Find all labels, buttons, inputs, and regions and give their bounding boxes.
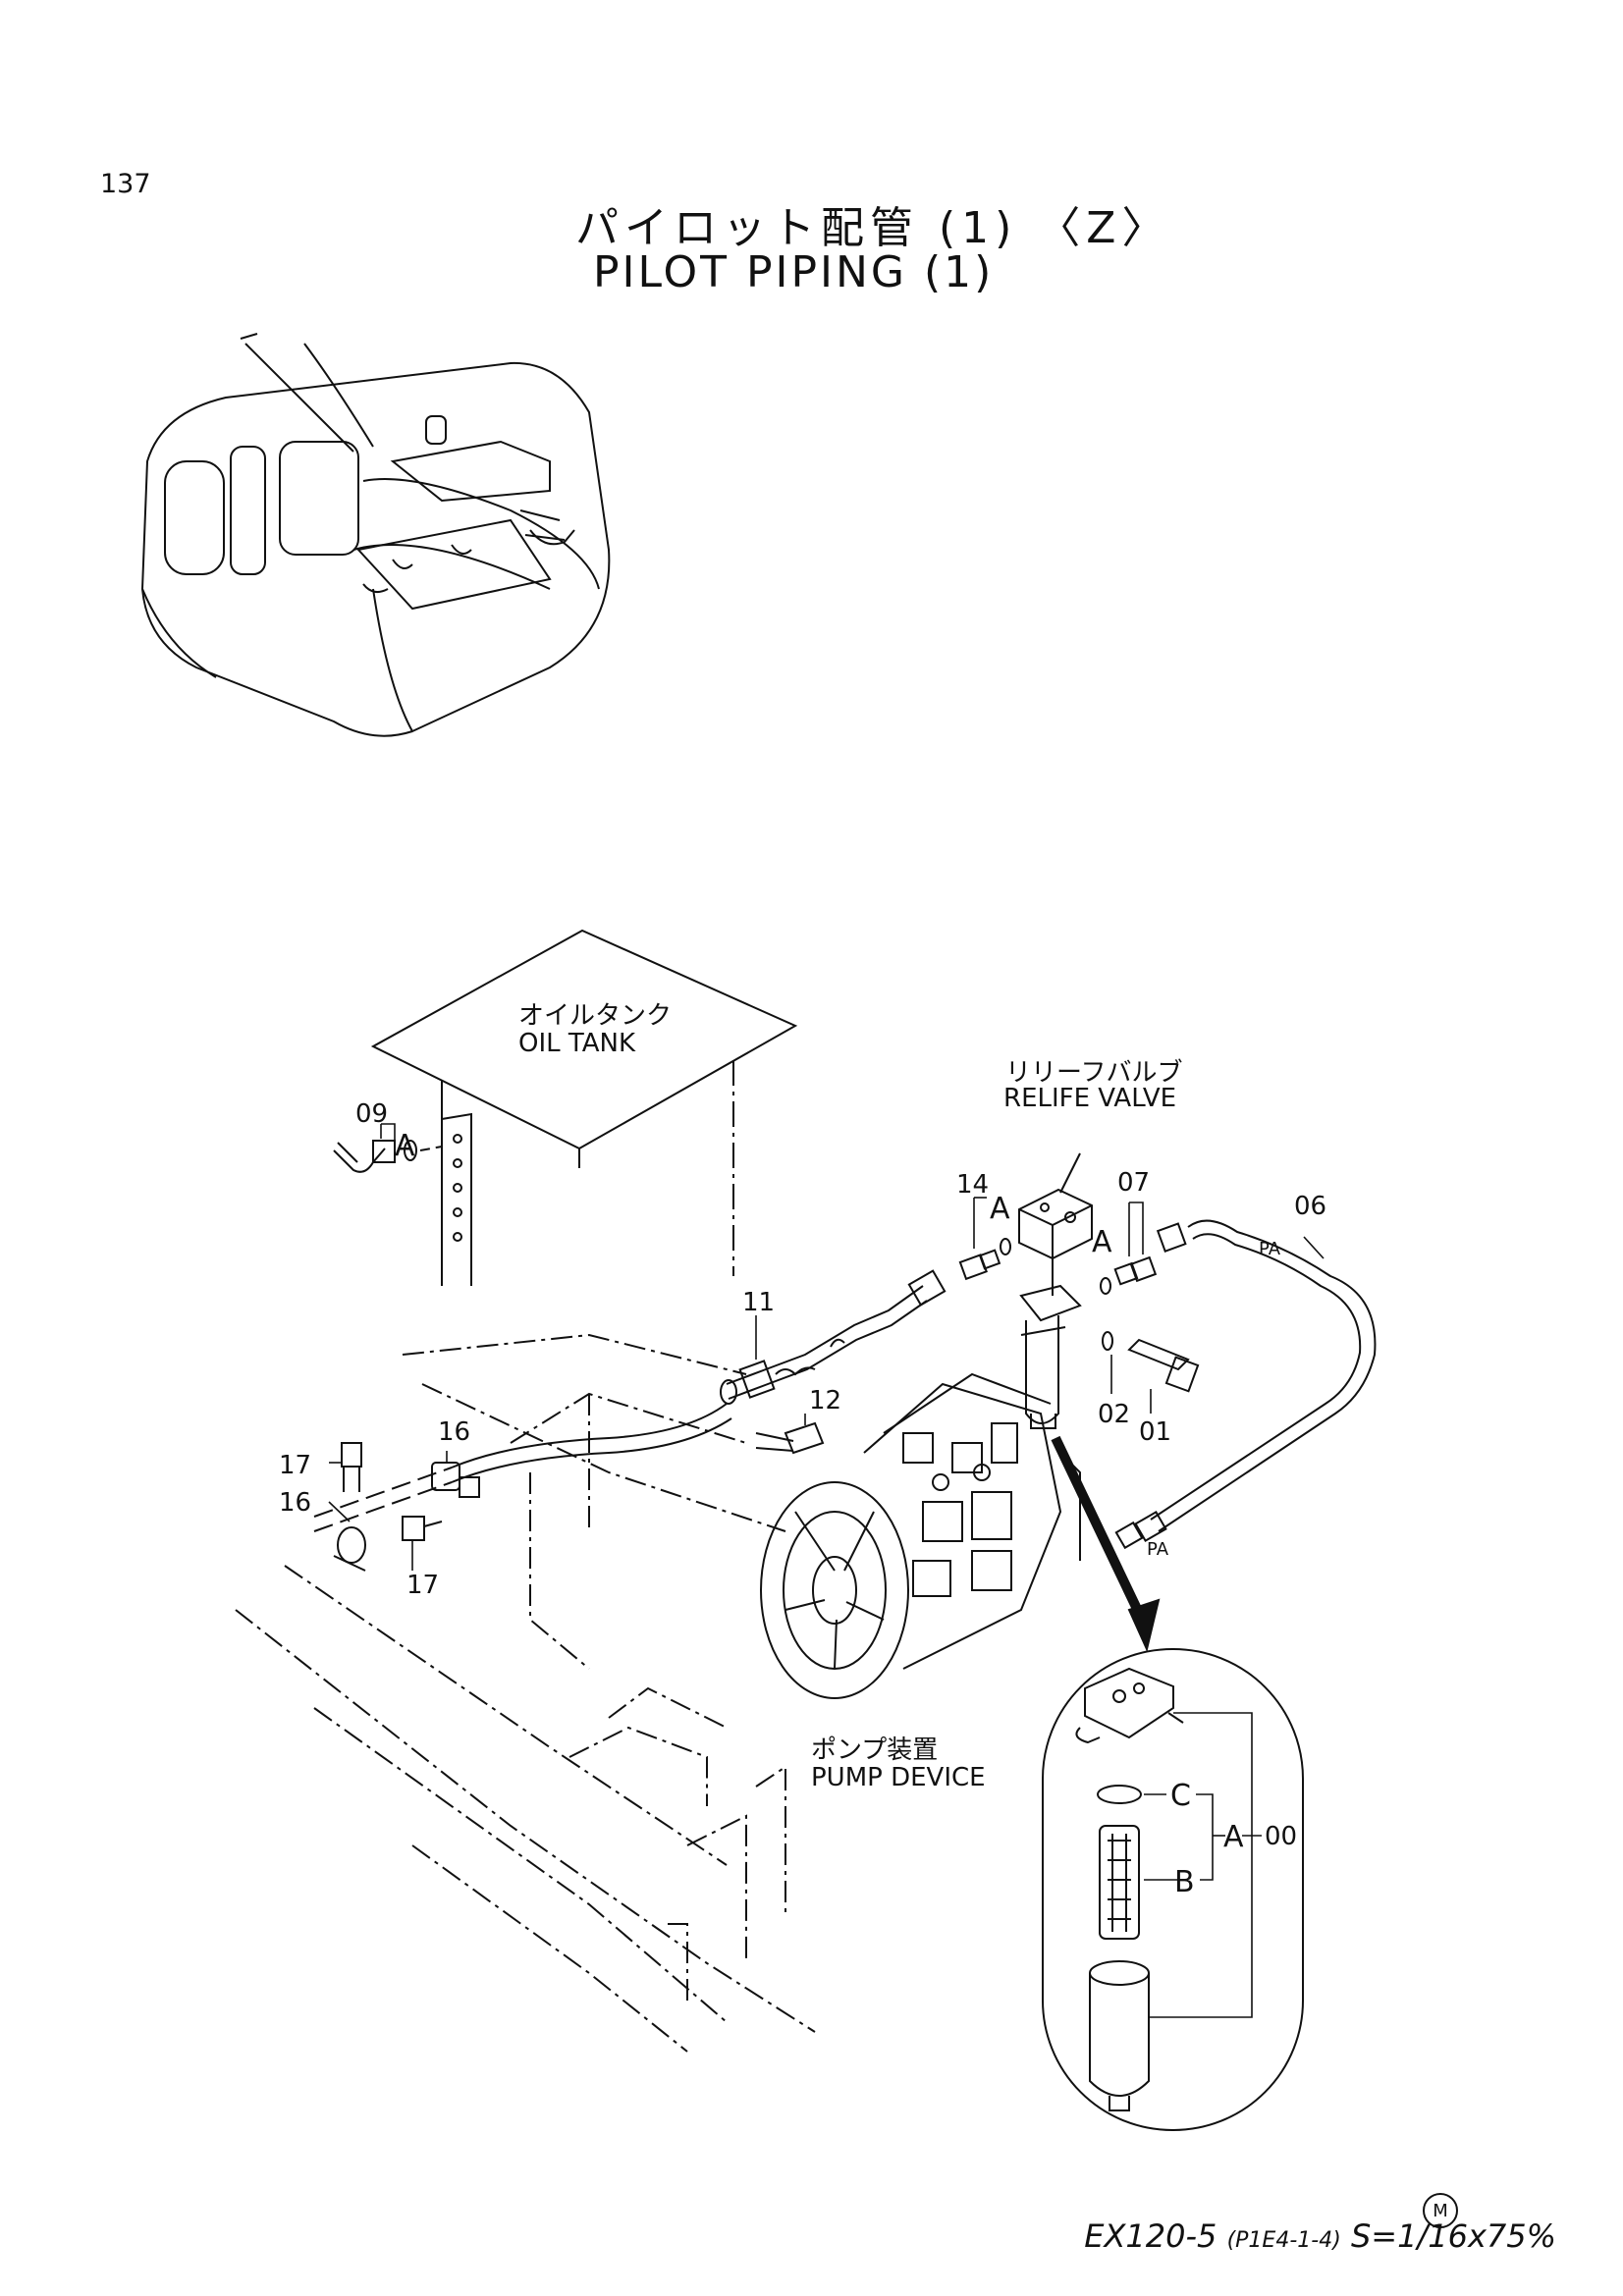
machine-frame — [236, 1335, 815, 2052]
relief-valve-block — [1019, 1153, 1092, 1296]
callout-16-upper: 16 — [438, 1417, 471, 1447]
callout-07: 07 — [1117, 1168, 1151, 1198]
pump-device — [761, 1374, 1080, 1698]
relief-valve-label-en: RELIFE VALVE — [1003, 1084, 1177, 1113]
page-number: 137 — [100, 169, 151, 199]
callout-a-detail: A — [1223, 1820, 1244, 1854]
page-title-en: PILOT PIPING (1) — [593, 247, 995, 297]
bolt-01-washer-02 — [1103, 1332, 1198, 1391]
callout-12: 12 — [809, 1386, 842, 1415]
oil-tank — [373, 931, 795, 1286]
callout-01: 01 — [1139, 1417, 1172, 1447]
callout-02: 02 — [1098, 1400, 1131, 1429]
callout-a-14: A — [990, 1192, 1010, 1226]
callout-17-lower: 17 — [406, 1571, 440, 1600]
detail-leaders — [1144, 1713, 1262, 2017]
pa-port-label-upper: PA — [1259, 1239, 1281, 1259]
callout-a-07: A — [1092, 1225, 1112, 1259]
part-09-fitting — [334, 1141, 442, 1172]
callout-c-detail: C — [1170, 1779, 1191, 1813]
detail-pointer — [1055, 1438, 1159, 1649]
excavator-overview — [142, 334, 609, 736]
part-12-bolt — [756, 1423, 823, 1453]
pa-port-label-lower: PA — [1147, 1539, 1169, 1560]
footer-model: EX120-5 — [1084, 2217, 1217, 2255]
callout-00: 00 — [1265, 1822, 1298, 1851]
filter-body — [1021, 1286, 1080, 1428]
callout-17-upper: 17 — [279, 1451, 312, 1480]
callout-b-detail: B — [1174, 1865, 1195, 1899]
oil-tank-label-jp: オイルタンク — [518, 1001, 673, 1031]
pilot-hose-16 — [314, 1404, 731, 1571]
callout-a-09: A — [395, 1129, 415, 1163]
pilot-line-11 — [721, 1271, 945, 1404]
part-14-fitting — [960, 1239, 1010, 1279]
pump-device-label-jp: ポンプ装置 — [811, 1735, 939, 1765]
pump-device-label-en: PUMP DEVICE — [811, 1763, 986, 1792]
callout-14: 14 — [956, 1170, 990, 1200]
callout-09: 09 — [355, 1099, 389, 1129]
oil-tank-label-en: OIL TANK — [518, 1029, 636, 1058]
callout-06: 06 — [1294, 1192, 1327, 1221]
filter-detail-oval — [1043, 1649, 1303, 2130]
callout-16-lower: 16 — [279, 1488, 312, 1518]
hose-06 — [1116, 1221, 1376, 1548]
footer-mark: M — [1423, 2193, 1458, 2228]
part-07-fitting — [1101, 1257, 1156, 1294]
footer-model-info: EX120-5 (P1E4-1-4) S=1/16x75% — [1084, 2217, 1556, 2255]
callout-11: 11 — [742, 1288, 776, 1317]
page-title-jp: パイロット配管 (1) 〈Z〉 — [575, 203, 1171, 253]
footer-code: (P1E4-1-4) — [1226, 2228, 1341, 2253]
relief-valve-label-jp: リリーフバルブ — [1005, 1058, 1183, 1088]
footer-scale: S=1/16x75% — [1350, 2217, 1556, 2255]
callout-leaders — [329, 1124, 1324, 1571]
